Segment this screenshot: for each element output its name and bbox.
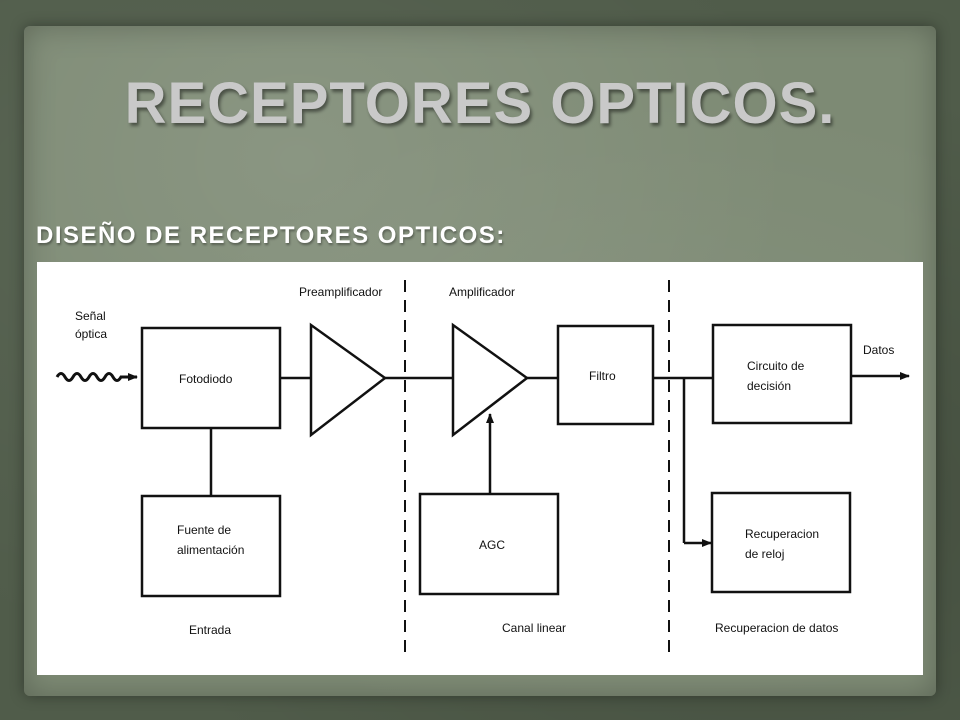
fuente-label-line1: Fuente de [177,523,231,537]
slide-title: RECEPTORES OPTICOS. [124,71,836,136]
fuente-block [140,494,282,598]
decision-label-line1: Circuito de [747,359,805,373]
diagram-canvas: Señal óptica Preamplificador Amplificado… [55,280,910,655]
receiver-block-diagram: Señal óptica Preamplificador Amplificado… [37,262,923,675]
clock-recovery-label-line1: Recuperacion [745,527,819,541]
optical-signal-wave [55,372,138,382]
output-label: Datos [863,343,894,357]
decision-circuit-block [711,323,853,425]
stage-label-preamp: Preamplificador [299,285,382,299]
preamplifier-triangle [309,322,388,438]
stage-label-amp: Amplificador [449,285,515,299]
clock-recovery-block [710,491,852,594]
filtro-label: Filtro [589,369,616,383]
fotodiodo-label: Fotodiodo [179,372,233,386]
filtro-block [556,324,655,426]
slide-subtitle: DISEÑO DE RECEPTORES OPTICOS: [36,222,506,249]
section-label-entrada: Entrada [189,623,231,637]
input-label-line2: óptica [75,327,107,341]
agc-label: AGC [479,538,505,552]
section-label-recuperacion: Recuperacion de datos [715,621,838,635]
fuente-label-line2: alimentación [177,543,244,557]
decision-label-line2: decisión [747,379,791,393]
input-label-line1: Señal [75,309,106,323]
section-label-canal: Canal linear [502,621,566,635]
clock-recovery-label-line2: de reloj [745,547,784,561]
amplifier-triangle [451,322,530,438]
